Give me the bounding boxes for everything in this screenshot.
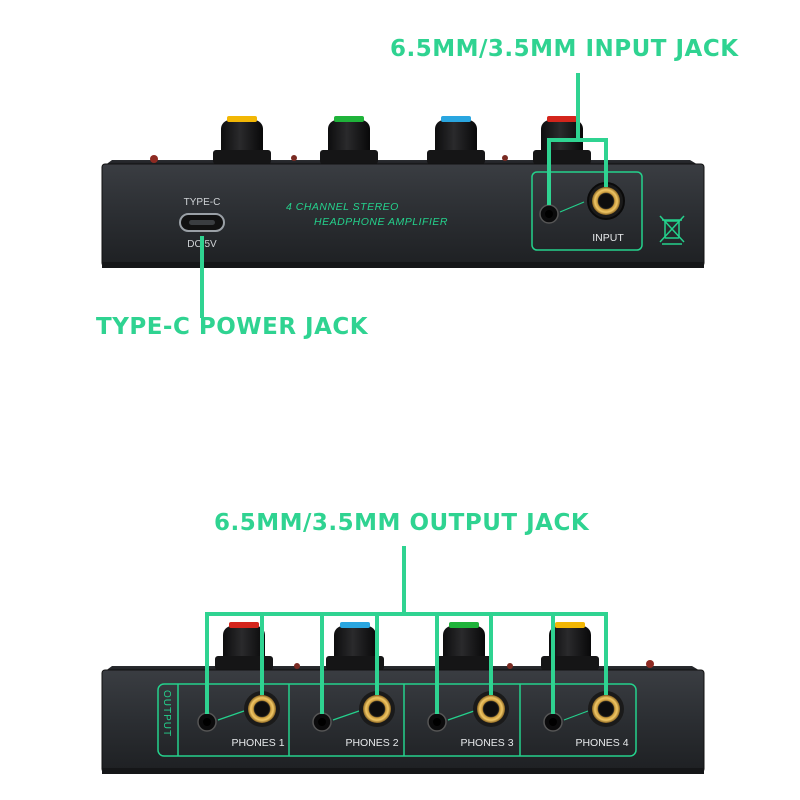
product-name-line1: 4 CHANNEL STEREO bbox=[286, 201, 399, 213]
rear-knob-blue bbox=[427, 116, 485, 164]
crossed-out-bin-icon bbox=[659, 215, 685, 245]
screw bbox=[294, 663, 300, 669]
input-jack-3-5mm bbox=[539, 204, 559, 224]
rear-panel-device bbox=[101, 116, 705, 268]
output-label: OUTPUT bbox=[161, 690, 172, 737]
power-jack-callout: TYPE-C POWER JACK bbox=[96, 314, 369, 340]
rear-knobs bbox=[213, 116, 591, 164]
input-label: INPUT bbox=[592, 232, 624, 244]
phones-3-jacks bbox=[427, 691, 509, 732]
phones-2-label: PHONES 2 bbox=[345, 737, 398, 749]
input-jacks bbox=[531, 171, 643, 251]
front-knob-red bbox=[215, 622, 273, 670]
output-jacks bbox=[197, 691, 624, 732]
front-knob-green bbox=[435, 622, 493, 670]
input-jack-6-5mm bbox=[587, 182, 625, 220]
phones-2-jacks bbox=[312, 691, 395, 732]
front-knob-yellow bbox=[541, 622, 599, 670]
output-callout-connector bbox=[205, 546, 608, 714]
front-knobs bbox=[215, 622, 599, 670]
rear-knob-green bbox=[320, 116, 378, 164]
input-frame bbox=[531, 171, 643, 251]
input-jack-callout: 6.5MM/3.5MM INPUT JACK bbox=[390, 36, 739, 62]
input-callout-connector bbox=[547, 73, 608, 205]
screw bbox=[150, 155, 158, 163]
phones-1-label: PHONES 1 bbox=[231, 737, 284, 749]
phones-4-label: PHONES 4 bbox=[575, 737, 628, 749]
phones-3-label: PHONES 3 bbox=[460, 737, 513, 749]
screw bbox=[291, 155, 297, 161]
output-jack-callout: 6.5MM/3.5MM OUTPUT JACK bbox=[214, 510, 590, 536]
rear-knob-yellow bbox=[213, 116, 271, 164]
product-name-line2: HEADPHONE AMPLIFIER bbox=[314, 216, 448, 228]
screw bbox=[507, 663, 513, 669]
screw bbox=[646, 660, 654, 668]
type-c-label: TYPE-C bbox=[184, 197, 221, 208]
type-c-port bbox=[179, 213, 225, 232]
output-frame bbox=[157, 683, 637, 757]
screw bbox=[502, 155, 508, 161]
front-knob-blue bbox=[326, 622, 384, 670]
phones-1-jacks bbox=[197, 691, 280, 732]
phones-4-jacks bbox=[543, 691, 624, 732]
